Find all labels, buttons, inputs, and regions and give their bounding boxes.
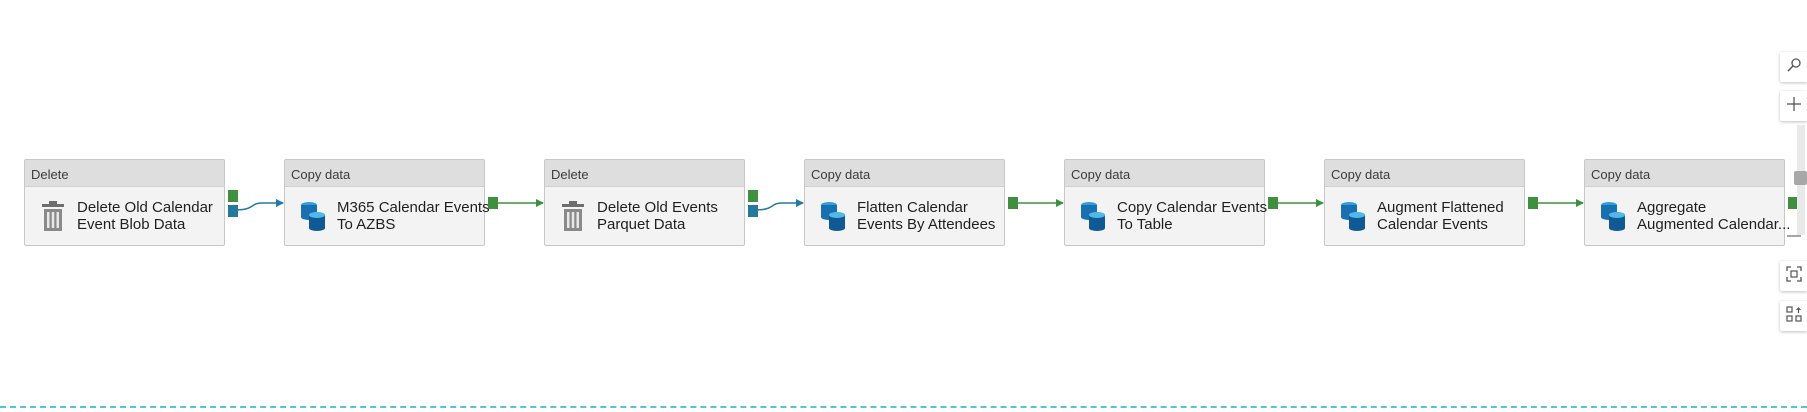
activity-name: Flatten Calendar Events By Attendees	[857, 199, 996, 233]
trash-icon	[558, 200, 588, 232]
database-icon	[1078, 200, 1108, 232]
activity-type-label: Copy data	[285, 160, 484, 187]
on-success-port[interactable]	[228, 190, 238, 202]
canvas-selection-border	[0, 406, 1807, 408]
database-icon	[298, 200, 328, 232]
fit-to-screen-icon	[1785, 265, 1802, 287]
activity-flatten-calendar-events-by-attendees[interactable]: Copy data Flatten Calendar Events By Att…	[804, 159, 1018, 246]
zoom-slider-thumb[interactable]	[1794, 171, 1807, 185]
on-completion-port[interactable]	[228, 205, 238, 217]
activity-delete-old-events-parquet-data[interactable]: Delete Delete Old Events Parquet Data	[544, 159, 758, 246]
activity-name: Augment Flattened Calendar Events	[1377, 199, 1504, 233]
activity-augment-flattened-calendar-events[interactable]: Copy data Augment Flattened Calendar Eve…	[1324, 159, 1538, 246]
canvas-toolbar	[1780, 48, 1807, 338]
activity-copy-calendar-events-to-table[interactable]: Copy data Copy Calendar Events To Table	[1064, 159, 1278, 246]
on-success-port[interactable]	[1268, 197, 1278, 209]
activity-name: Delete Old Calendar Event Blob Data	[77, 199, 213, 233]
activity-aggregate-augmented-calendar[interactable]: Copy data Aggregate Augmented Calendar..…	[1584, 159, 1798, 246]
database-icon	[1338, 200, 1368, 232]
activity-delete-old-calendar-event-blob-data[interactable]: Delete Delete Old Calendar Event Blob Da…	[24, 159, 238, 246]
auto-align-icon	[1785, 305, 1802, 327]
on-success-port[interactable]	[1008, 197, 1018, 209]
activity-name: M365 Calendar Events To AZBS	[337, 199, 490, 233]
fit-to-screen-button[interactable]	[1780, 261, 1807, 291]
database-icon	[1598, 200, 1628, 232]
search-icon	[1786, 57, 1802, 78]
activity-type-label: Copy data	[1585, 160, 1784, 187]
activity-type-label: Copy data	[1065, 160, 1264, 187]
on-success-port[interactable]	[748, 190, 758, 202]
activity-name: Delete Old Events Parquet Data	[597, 199, 718, 233]
zoom-in-icon	[1786, 96, 1802, 117]
zoom-in-button[interactable]	[1780, 91, 1807, 121]
zoom-out-icon	[1786, 228, 1802, 249]
on-success-port[interactable]	[488, 197, 498, 209]
activity-name: Copy Calendar Events To Table	[1117, 199, 1268, 233]
activity-type-label: Copy data	[1325, 160, 1524, 187]
on-success-port[interactable]	[1788, 197, 1798, 209]
trash-icon	[38, 200, 68, 232]
activity-type-label: Delete	[25, 160, 224, 187]
link-1-to-2	[234, 199, 284, 211]
search-button[interactable]	[1780, 52, 1807, 82]
zoom-out-button[interactable]	[1780, 223, 1807, 253]
activity-type-label: Copy data	[805, 160, 1004, 187]
activity-type-label: Delete	[545, 160, 744, 187]
on-completion-port[interactable]	[748, 205, 758, 217]
link-3-to-4	[754, 199, 804, 211]
activity-name: Aggregate Augmented Calendar...	[1637, 199, 1791, 233]
auto-align-button[interactable]	[1780, 301, 1807, 331]
database-icon	[818, 200, 848, 232]
activity-m365-calendar-events-to-azbs[interactable]: Copy data M365 Calendar Events To AZBS	[284, 159, 498, 246]
on-success-port[interactable]	[1528, 197, 1538, 209]
